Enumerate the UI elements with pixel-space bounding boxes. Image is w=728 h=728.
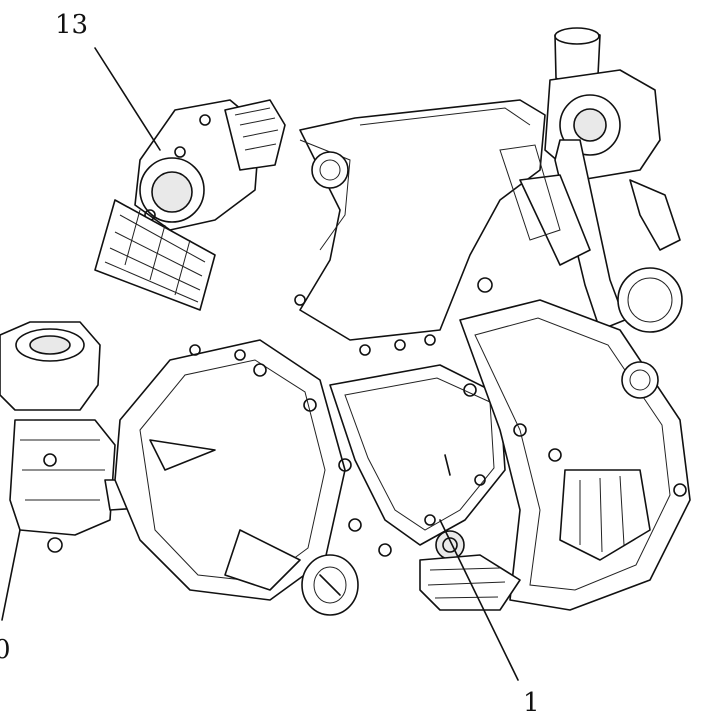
callout-1: 1 [523, 688, 540, 718]
right-housing [459, 277, 691, 611]
leader-line-1 [439, 519, 519, 681]
coolant-pipes [499, 27, 683, 333]
leader-line-0 [1, 529, 21, 621]
oil-fill-port [311, 151, 349, 189]
leader-line-13 [94, 47, 161, 151]
flange-bolts [189, 294, 436, 361]
top-cover-plate [299, 99, 546, 341]
output-shaft [435, 530, 465, 560]
callout-13: 13 [55, 10, 89, 40]
intake-runner [94, 199, 216, 311]
gearbox-panel [329, 364, 506, 560]
callout-0: 0 [0, 635, 11, 665]
throttle-body [134, 99, 286, 231]
crankcase-cover [114, 339, 392, 616]
filter-assembly [0, 321, 186, 553]
